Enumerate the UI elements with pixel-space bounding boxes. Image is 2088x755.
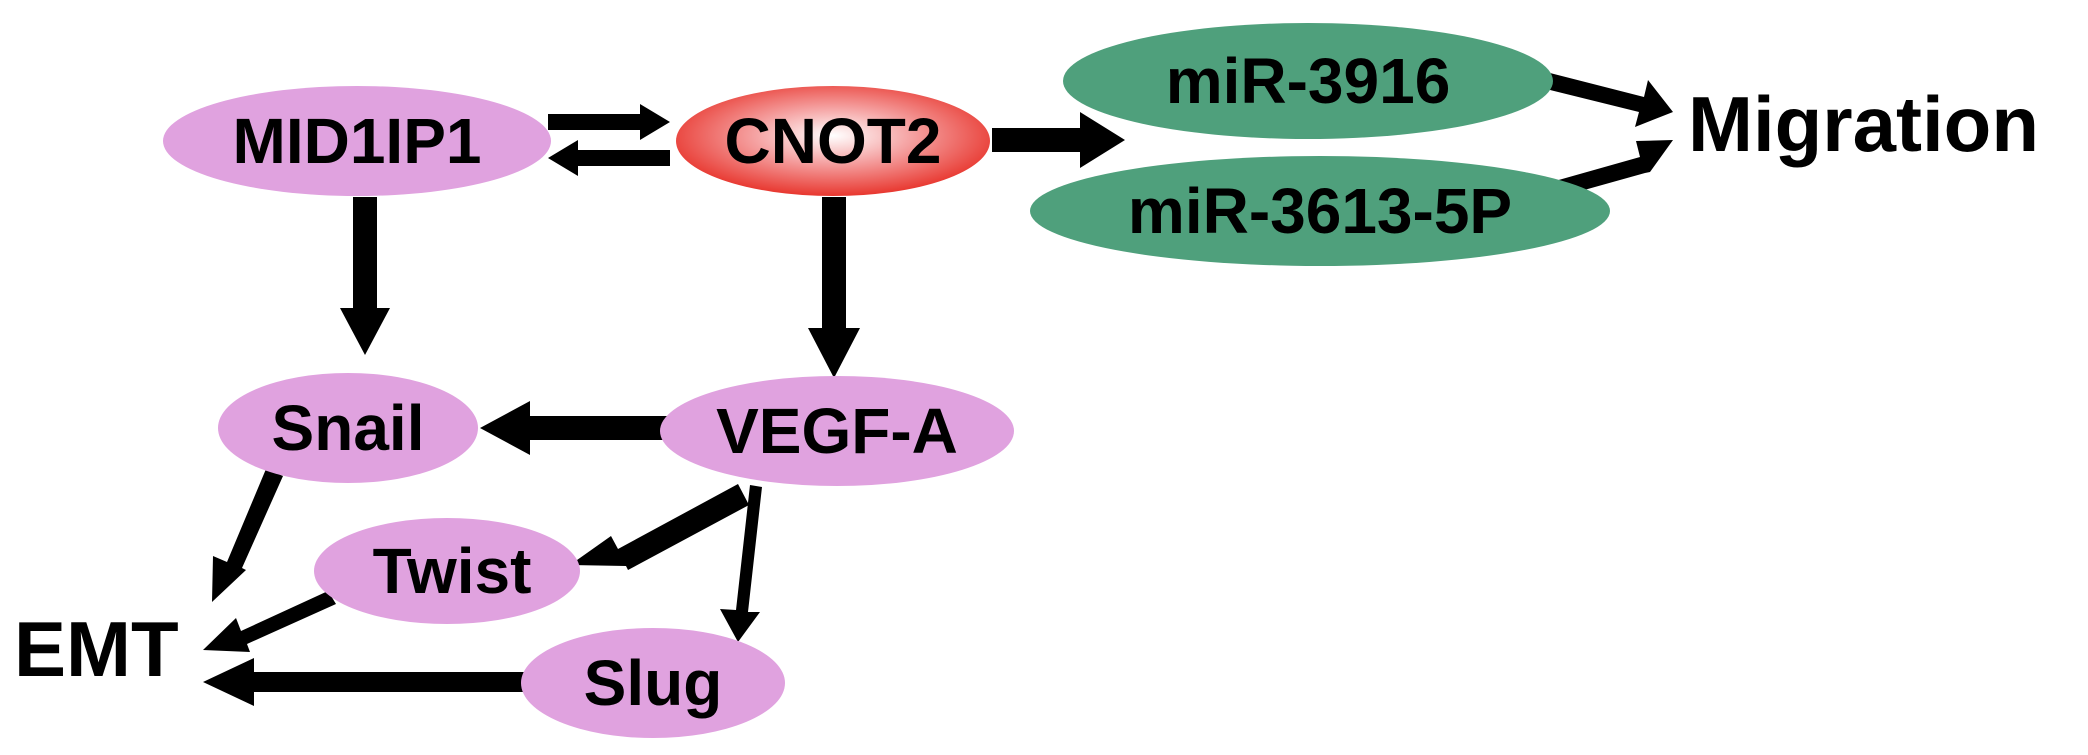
node-mir3916-shape [1063,23,1553,139]
node-cnot2-shape [676,86,990,196]
node-cnot2: CNOT2 [676,86,990,196]
node-snail-shape [218,373,478,483]
arrow-slug-to-emt [203,658,525,706]
node-vegfa-shape [660,376,1014,486]
arrow-vegfa-to-snail [480,401,670,455]
node-slug-label: Slug [584,647,723,719]
node-mir3613-label: miR-3613-5P [1128,175,1512,247]
node-snail-label: Snail [272,392,425,464]
arrow-snail-to-emt [212,469,283,602]
outcome-migration: Migration [1688,80,2039,168]
arrow-cnot2-to-mid1ip1 [548,140,670,176]
arrow-vegfa-to-twist [570,484,749,570]
node-mid1ip1-shape [163,86,551,196]
arrow-mir3916-to-migration [1546,73,1673,127]
node-snail: Snail [218,373,478,483]
arrow-cnot2-to-vegfa [808,197,860,378]
node-mir3613: miR-3613-5P [1030,156,1610,266]
node-mir3916: miR-3916 [1063,23,1553,139]
arrow-vegfa-to-slug [720,485,762,642]
arrow-twist-to-emt [203,591,336,652]
node-mid1ip1: MID1IP1 [163,86,551,196]
arrow-mid1ip1-to-cnot2 [548,104,670,140]
node-twist-shape [314,518,580,624]
node-twist-label: Twist [373,535,532,607]
node-vegfa-label: VEGF-A [716,395,958,467]
node-vegfa: VEGF-A [660,376,1014,486]
outcome-emt: EMT [14,605,179,693]
node-slug-shape [521,628,785,738]
node-mid1ip1-label: MID1IP1 [233,105,482,177]
node-mir3916-label: miR-3916 [1166,45,1451,117]
arrow-mir3613-to-migration [1548,140,1673,199]
node-mir3613-shape [1030,156,1610,266]
node-cnot2-label: CNOT2 [725,105,942,177]
node-slug: Slug [521,628,785,738]
node-twist: Twist [314,518,580,624]
arrow-cnot2-to-mirnas [992,112,1125,168]
arrow-mid1ip1-to-snail [340,197,390,355]
